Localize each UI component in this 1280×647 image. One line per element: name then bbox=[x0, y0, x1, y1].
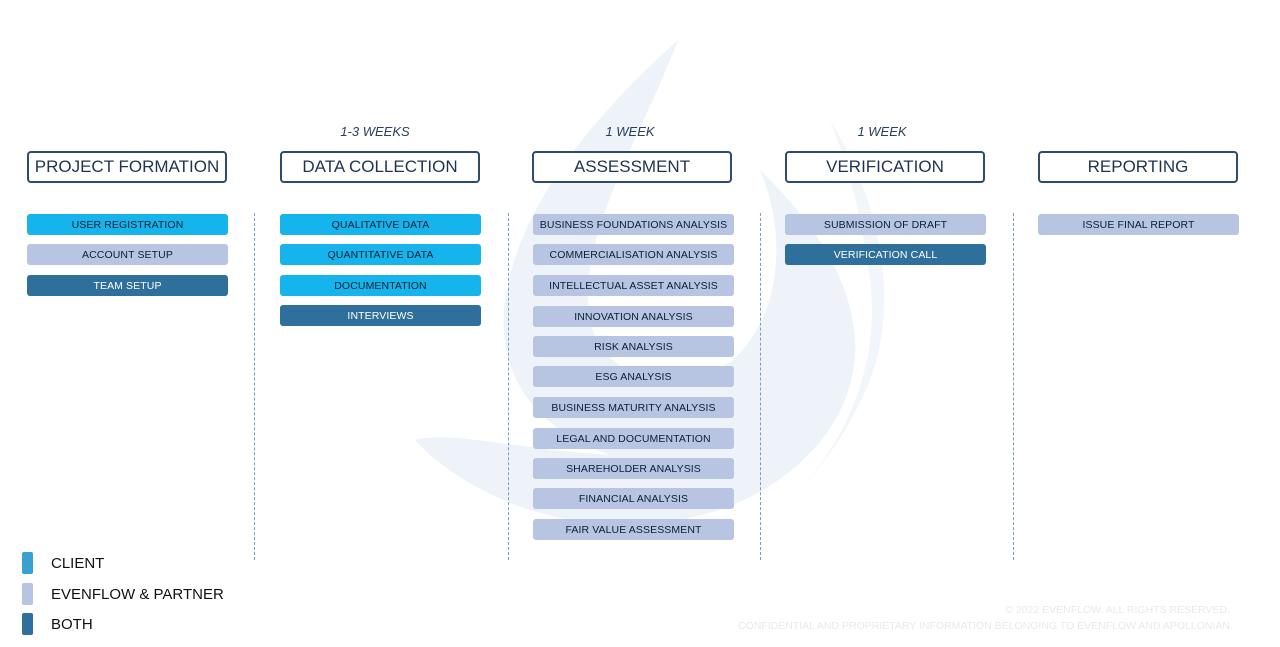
duration-assessment: 1 WEEK bbox=[605, 124, 655, 139]
task-verification-call: VERIFICATION CALL bbox=[785, 244, 986, 265]
task-submission-of-draft: SUBMISSION OF DRAFT bbox=[785, 214, 986, 235]
phase-assessment: ASSESSMENT bbox=[532, 151, 732, 183]
duration-data-collection: 1-3 WEEKS bbox=[340, 124, 410, 139]
legend-label-client: CLIENT bbox=[51, 554, 105, 572]
legend-client: CLIENT bbox=[22, 552, 104, 574]
task-risk-analysis: RISK ANALYSIS bbox=[533, 336, 734, 357]
legend-both: BOTH bbox=[22, 613, 93, 635]
task-financial-analysis: FINANCIAL ANALYSIS bbox=[533, 488, 734, 509]
phase-verification: VERIFICATION bbox=[785, 151, 985, 183]
phase-project-formation: PROJECT FORMATION bbox=[27, 151, 227, 183]
legend-label-both: BOTH bbox=[51, 615, 93, 633]
task-commercialisation-analysis: COMMERCIALISATION ANALYSIS bbox=[533, 244, 734, 265]
phase-divider bbox=[508, 213, 509, 560]
task-legal-and-documentation: LEGAL AND DOCUMENTATION bbox=[533, 428, 734, 449]
phase-reporting: REPORTING bbox=[1038, 151, 1238, 183]
task-business-foundations-analysis: BUSINESS FOUNDATIONS ANALYSIS bbox=[533, 214, 734, 235]
task-fair-value-assessment: FAIR VALUE ASSESSMENT bbox=[533, 519, 734, 540]
task-user-registration: USER REGISTRATION bbox=[27, 214, 228, 235]
footer-confidential: CONFIDENTIAL AND PROPRIETARY INFORMATION… bbox=[737, 620, 1230, 632]
phase-data-collection: DATA COLLECTION bbox=[280, 151, 480, 183]
footer-copyright: © 2022 EVENFLOW. ALL RIGHTS RESERVED. bbox=[1005, 604, 1230, 616]
task-esg-analysis: ESG ANALYSIS bbox=[533, 366, 734, 387]
legend-swatch-client bbox=[22, 552, 33, 574]
task-account-setup: ACCOUNT SETUP bbox=[27, 244, 228, 265]
task-documentation: DOCUMENTATION bbox=[280, 275, 481, 296]
task-team-setup: TEAM SETUP bbox=[27, 275, 228, 296]
task-qualitative-data: QUALITATIVE DATA bbox=[280, 214, 481, 235]
task-intellectual-asset-analysis: INTELLECTUAL ASSET ANALYSIS bbox=[533, 275, 734, 296]
task-interviews: INTERVIEWS bbox=[280, 305, 481, 326]
legend-swatch-partner bbox=[22, 583, 33, 605]
legend-partner: EVENFLOW & PARTNER bbox=[22, 583, 224, 605]
task-business-maturity-analysis: BUSINESS MATURITY ANALYSIS bbox=[533, 397, 734, 418]
phase-divider bbox=[254, 213, 255, 560]
task-issue-final-report: ISSUE FINAL REPORT bbox=[1038, 214, 1239, 235]
duration-verification: 1 WEEK bbox=[857, 124, 907, 139]
task-innovation-analysis: INNOVATION ANALYSIS bbox=[533, 306, 734, 327]
phase-divider bbox=[760, 213, 761, 560]
task-quantitative-data: QUANTITATIVE DATA bbox=[280, 244, 481, 265]
legend-label-partner: EVENFLOW & PARTNER bbox=[51, 585, 224, 603]
phase-divider bbox=[1013, 213, 1014, 560]
legend-swatch-both bbox=[22, 613, 33, 635]
task-shareholder-analysis: SHAREHOLDER ANALYSIS bbox=[533, 458, 734, 479]
